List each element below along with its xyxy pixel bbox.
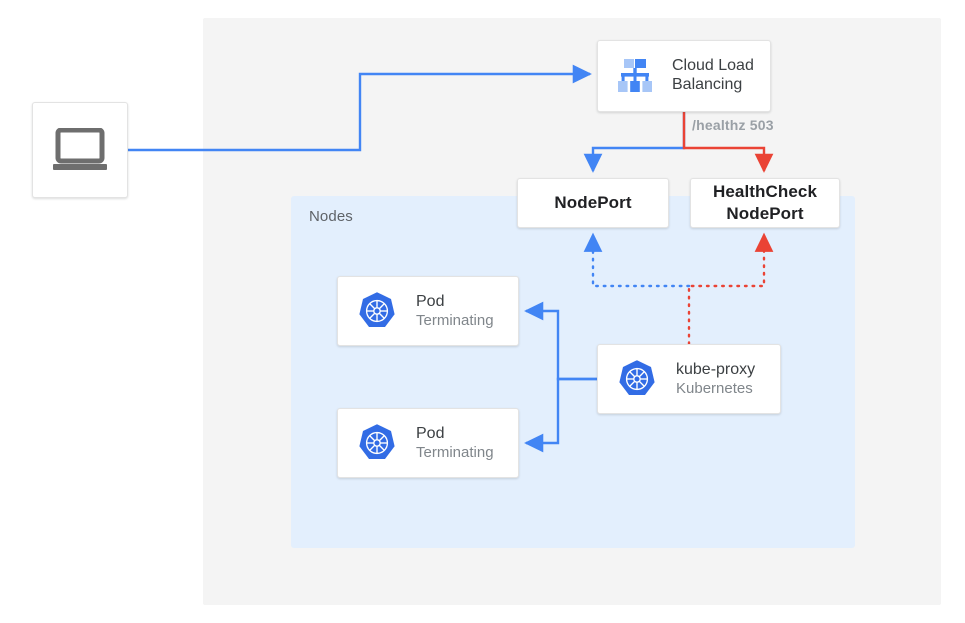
kube-proxy-subtitle: Kubernetes [676, 379, 753, 397]
pod-status: Terminating [416, 443, 494, 461]
cloud-load-balancing-card: Cloud Load Balancing [597, 40, 771, 112]
client-laptop-card [32, 102, 128, 198]
cloud-load-balancing-label-line2: Balancing [672, 76, 743, 93]
kubernetes-icon [338, 423, 416, 463]
healthz-label: /healthz 503 [692, 117, 774, 133]
pod-title: Pod [416, 424, 445, 442]
pod-label-group: Pod Terminating [416, 293, 494, 330]
kube-proxy-card: kube-proxy Kubernetes [597, 344, 781, 414]
healthcheck-nodeport-label-line1: HealthCheck [712, 182, 818, 202]
pod-label-group: Pod Terminating [416, 425, 494, 462]
healthcheck-nodeport-label-group: HealthCheck NodePort [713, 181, 817, 225]
cloud-load-balancing-icon [598, 57, 672, 95]
healthcheck-nodeport-card: HealthCheck NodePort [690, 178, 840, 228]
cloud-load-balancing-label-line1: Cloud Load [672, 57, 754, 75]
nodeport-label: NodePort [554, 193, 632, 212]
kubernetes-icon [598, 359, 676, 399]
nodeport-card: NodePort [517, 178, 669, 228]
cloud-load-balancing-label-group: Cloud Load Balancing [672, 57, 754, 95]
kubernetes-icon [338, 291, 416, 331]
laptop-icon [53, 128, 107, 172]
pod-card: Pod Terminating [337, 408, 519, 478]
pod-card: Pod Terminating [337, 276, 519, 346]
kube-proxy-title: kube-proxy [676, 360, 756, 378]
pod-status: Terminating [416, 311, 494, 329]
kube-proxy-label-group: kube-proxy Kubernetes [676, 361, 755, 398]
pod-title: Pod [416, 292, 445, 310]
nodes-panel-label: Nodes [309, 208, 353, 225]
healthcheck-nodeport-label-line2: NodePort [726, 204, 804, 223]
